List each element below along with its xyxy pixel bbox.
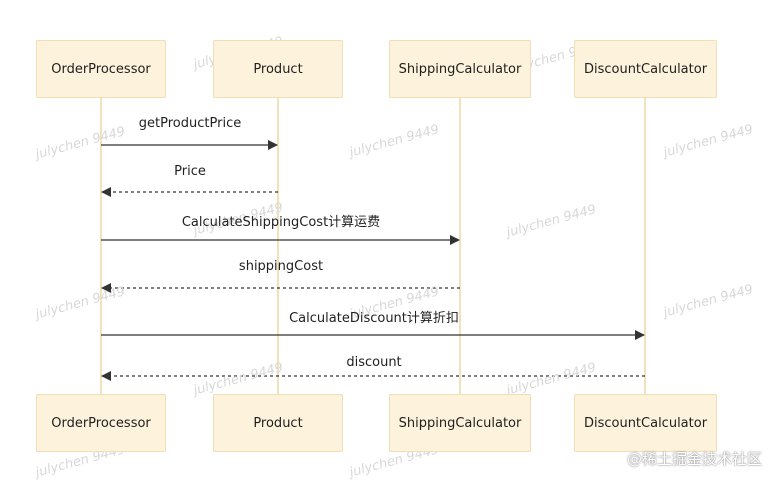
participant-bottom-shipping-calculator[interactable]: ShippingCalculator (389, 394, 531, 452)
participant-bottom-product[interactable]: Product (213, 394, 343, 452)
participant-top-shipping-calculator[interactable]: ShippingCalculator (389, 40, 531, 98)
credit-watermark: @稀土掘金技术社区 (626, 450, 762, 468)
message-label-calculate-discount: CalculateDiscount计算折扣 (289, 311, 459, 326)
participant-top-order-processor[interactable]: OrderProcessor (36, 40, 166, 98)
message-label-calculate-shipping-cost: CalculateShippingCost计算运费 (181, 215, 381, 230)
message-label-shipping-cost: shippingCost (238, 259, 324, 274)
participant-top-discount-calculator[interactable]: DiscountCalculator (574, 40, 717, 98)
message-label-get-product-price: getProductPrice (138, 116, 242, 131)
participant-bottom-discount-calculator[interactable]: DiscountCalculator (574, 394, 717, 452)
message-label-price: Price (174, 164, 206, 179)
message-label-discount: discount (346, 355, 402, 370)
participant-top-product[interactable]: Product (213, 40, 343, 98)
participant-bottom-order-processor[interactable]: OrderProcessor (36, 394, 166, 452)
